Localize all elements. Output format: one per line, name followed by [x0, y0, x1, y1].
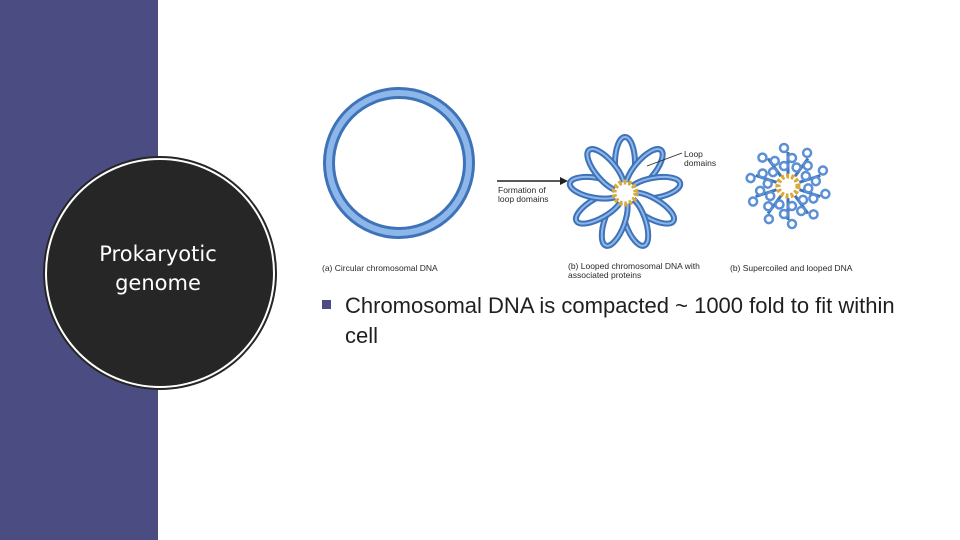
- arrow-icon: [497, 177, 568, 185]
- panel-caption-c: (b) Supercoiled and looped DNA: [730, 263, 853, 273]
- dna-compaction-figure: Formation of loop domains Loop domains (…: [312, 78, 892, 283]
- supercoiled-loop: [757, 152, 783, 178]
- looped-dna-diagram: [566, 134, 684, 249]
- protein-core: [611, 179, 639, 207]
- title-circle: [47, 160, 273, 386]
- supercoiled-loop: [778, 198, 798, 230]
- supercoiled-loop: [791, 147, 813, 178]
- callout-label: Loop domains: [684, 149, 717, 168]
- supercoiled-loop: [793, 194, 819, 220]
- supercoiled-loop: [763, 194, 785, 225]
- supercoiled-loop: [798, 165, 829, 187]
- circular-dna-diagram: [323, 87, 475, 239]
- bullet-text: Chromosomal DNA is compacted ~ 1000 fold…: [345, 293, 895, 348]
- slide-title: Prokaryotic genome: [99, 242, 217, 295]
- arrow-label: Formation of loop domains: [498, 185, 549, 204]
- callout-line: [646, 152, 683, 167]
- panel-caption-a: (a) Circular chromosomal DNA: [322, 263, 438, 273]
- supercoiled-loop: [778, 142, 798, 174]
- panel-caption-b: (b) Looped chromosomal DNA with associat…: [568, 261, 700, 280]
- supercoiled-loop: [747, 185, 778, 207]
- supercoiled-dna-diagram: [745, 142, 831, 230]
- supercoiled-loop: [745, 168, 778, 189]
- bullet-marker: [322, 300, 331, 309]
- supercoiled-loop: [798, 183, 831, 204]
- protein-core: [775, 173, 801, 199]
